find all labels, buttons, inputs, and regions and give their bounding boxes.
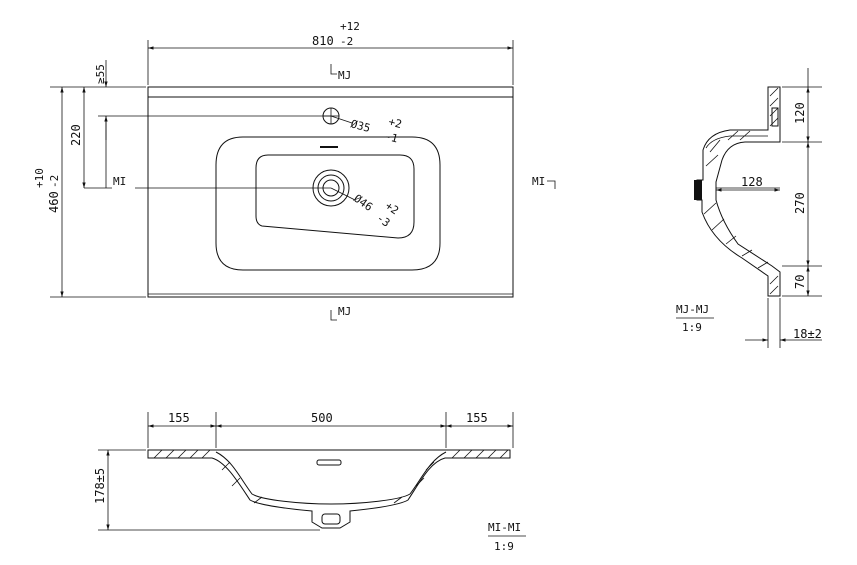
side-section-profile — [696, 86, 781, 297]
width-dim-tol-minus: -2 — [340, 35, 353, 48]
side-height-dim-3: 70 — [793, 275, 807, 289]
tap-hole-callout: Ø35 +2 -1 — [349, 115, 403, 146]
front-section-bowl-inner — [215, 451, 447, 505]
drain-hole-tol-plus: +2 — [383, 199, 401, 217]
side-section-tap-tab — [771, 107, 779, 127]
inner-bowl-outline — [255, 154, 415, 239]
section-marker-mj-top: MJ — [330, 64, 351, 82]
side-section-scale: 1:9 — [682, 321, 702, 334]
front-width-dim-2: 500 — [311, 411, 333, 425]
drain-hole-leader — [330, 187, 356, 201]
top-view — [98, 86, 514, 298]
outer-bowl-outline — [215, 136, 441, 271]
width-dim-tol-plus: +12 — [340, 20, 360, 33]
front-width-dimensions: 155 500 155 — [147, 411, 514, 448]
section-mj-label-bottom: MJ — [338, 305, 351, 318]
side-section-overflow-channel — [705, 135, 768, 149]
tap-offset-dim: 220 — [69, 124, 83, 146]
tap-hole-dim: Ø35 — [349, 117, 372, 135]
rim-dimension: ≥55 — [94, 60, 108, 188]
drain-hole-callout: Ø46 +2 -3 — [351, 192, 401, 230]
front-width-dim-1: 155 — [168, 411, 190, 425]
front-section — [147, 449, 511, 529]
height-dim-tol-plus: +10 — [33, 168, 46, 188]
side-section-title-block: MJ-MJ 1:9 — [676, 303, 714, 334]
drain-hole-dim: Ø46 — [351, 192, 375, 214]
front-section-hatching — [153, 449, 509, 504]
side-height-dim-2: 270 — [793, 192, 807, 214]
section-marker-mi-left: MI — [113, 175, 126, 188]
side-section-title: MJ-MJ — [676, 303, 709, 316]
side-depth-dimension: 128 — [716, 175, 780, 192]
front-section-scale: 1:9 — [494, 540, 514, 553]
tap-hole-leader — [330, 115, 353, 124]
section-mi-label-right: MI — [532, 175, 545, 188]
side-section — [694, 86, 781, 297]
side-rim-thickness-dimension: 18±2 — [745, 298, 822, 348]
front-section-title-block: MI-MI 1:9 — [488, 521, 526, 553]
basin-outline — [147, 86, 514, 298]
side-section-hatching — [703, 87, 779, 295]
front-section-overflow-slot — [316, 459, 342, 466]
front-section-title: MI-MI — [488, 521, 521, 534]
front-section-drain — [321, 513, 341, 525]
section-mi-label-left: MI — [113, 175, 126, 188]
section-mj-label-top: MJ — [338, 69, 351, 82]
side-depth-dim: 128 — [741, 175, 763, 189]
front-height-dim: 178±5 — [93, 468, 107, 504]
tap-hole-tol-plus: +2 — [387, 115, 403, 131]
height-dim-nominal: 460 — [47, 191, 61, 213]
front-height-dimension: 178±5 — [93, 449, 320, 531]
rim-dim: ≥55 — [94, 64, 107, 84]
front-width-dim-3: 155 — [466, 411, 488, 425]
height-dimension: 460 +10 -2 — [33, 86, 146, 298]
width-dimension: 810 +12 -2 — [147, 20, 514, 85]
side-height-dim-1: 120 — [793, 102, 807, 124]
front-section-profile — [147, 449, 511, 529]
tap-hole-tol-minus: -1 — [383, 130, 399, 146]
section-marker-mj-bottom: MJ — [330, 305, 351, 321]
tap-offset-dimension: 220 — [69, 87, 112, 189]
side-section-drain-block — [694, 180, 702, 200]
side-height-dimensions: 120 270 70 — [782, 68, 822, 297]
section-marker-mi-right: MI — [532, 175, 556, 189]
side-rim-thickness-dim: 18±2 — [793, 327, 822, 341]
height-dim-tol-minus: -2 — [48, 175, 61, 188]
drain-hole-tol-minus: -3 — [374, 211, 392, 229]
width-dim-nominal: 810 — [312, 34, 334, 48]
